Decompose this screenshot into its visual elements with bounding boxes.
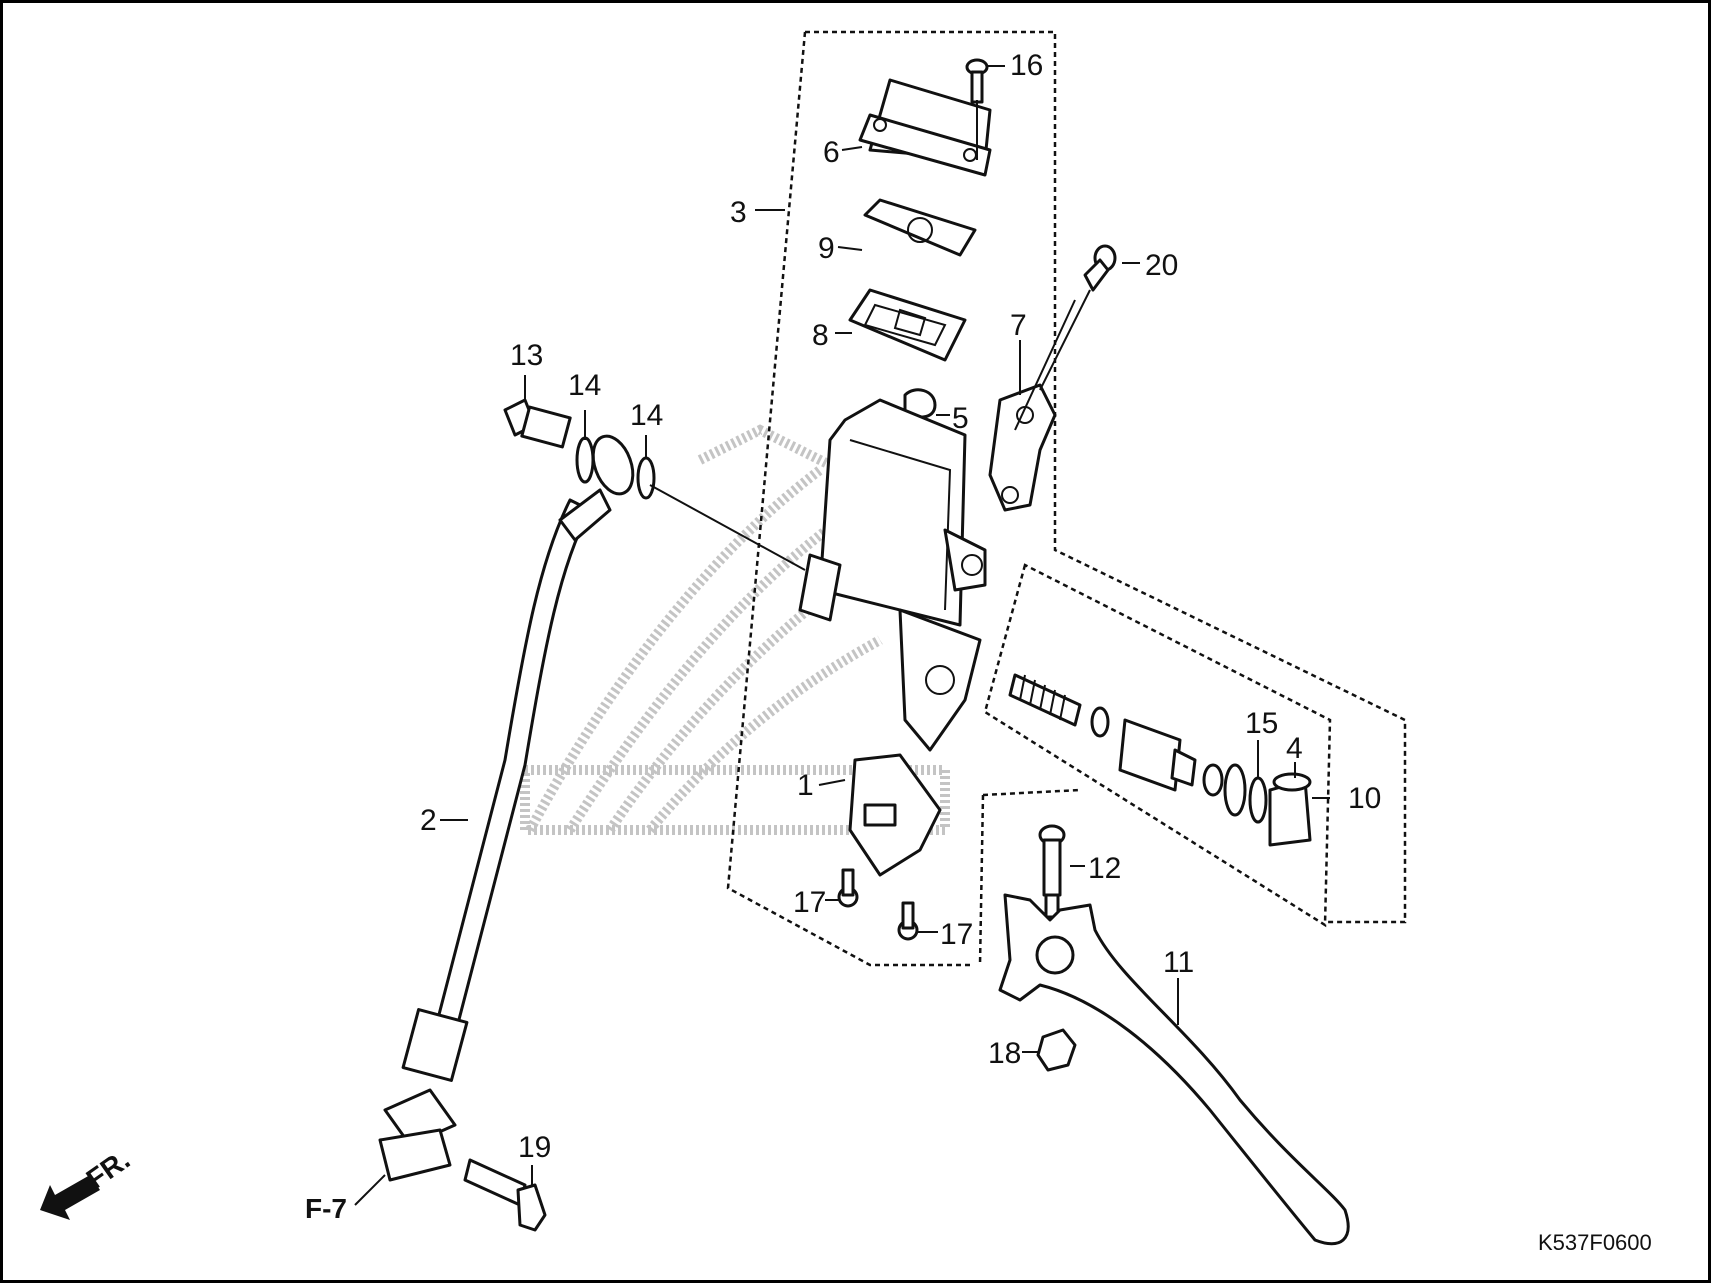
callout-18: 18 [988, 1037, 1021, 1070]
callout-13: 13 [510, 339, 543, 372]
lever-pivot-nut [1036, 1028, 1077, 1072]
assembly-outline-11 [978, 788, 1081, 966]
callout-6: 6 [823, 136, 840, 169]
brake-lever [998, 893, 1350, 1246]
hose-clamp-bolt [463, 1158, 547, 1232]
hose-axis-line [649, 484, 806, 571]
callout-7: 7 [1010, 309, 1027, 342]
brake-light-switch [848, 753, 942, 877]
diaphragm-plate [863, 198, 977, 257]
piston [1118, 718, 1197, 792]
callout-12: 12 [1088, 852, 1121, 885]
mirror-holder [988, 383, 1057, 512]
banjo-bolt [503, 398, 572, 449]
callout-14a: 14 [568, 369, 601, 402]
master-cylinder-body [798, 398, 987, 752]
callout-2: 2 [420, 804, 437, 837]
callout-11: 11 [1163, 946, 1194, 979]
callout-1: 1 [797, 769, 814, 802]
callout-10: 10 [1348, 782, 1381, 815]
brake-hose [378, 498, 592, 1182]
piston-spring [1008, 673, 1082, 727]
screw-16 [965, 58, 989, 160]
hose-banjo-fitting [558, 434, 635, 542]
diaphragm [848, 288, 967, 362]
callout-4: 4 [1286, 732, 1303, 765]
callout-5: 5 [952, 402, 969, 435]
callout-14b: 14 [630, 399, 663, 432]
callout-17b: 17 [940, 918, 973, 951]
screw-17b [897, 901, 919, 941]
callout-17a: 17 [793, 886, 826, 919]
callout-9: 9 [818, 232, 835, 265]
leader-lines [354, 65, 1330, 1206]
snap-ring [1248, 776, 1268, 824]
sealing-washer-1 [575, 436, 595, 484]
diagram-code: K537F0600 [1538, 1230, 1652, 1255]
callout-15: 15 [1245, 707, 1278, 740]
sealing-washer-2 [636, 456, 656, 500]
dust-boot [1268, 772, 1312, 847]
front-direction-arrow-icon [40, 1175, 100, 1220]
assembly-outline-10 [983, 563, 1332, 928]
screw-17a [837, 868, 859, 908]
piston-cup-primary [1090, 706, 1110, 738]
callout-20: 20 [1145, 249, 1178, 282]
circlip [1223, 763, 1247, 817]
callout-3: 3 [730, 196, 747, 229]
callout-16: 16 [1010, 49, 1043, 82]
holder-bolt [1014, 244, 1117, 431]
assembly-outline-3 [726, 30, 1407, 967]
lever-pivot-bolt [1038, 824, 1066, 919]
reference-label: F-7 [305, 1193, 347, 1224]
callout-19: 19 [518, 1131, 551, 1164]
callout-8: 8 [812, 319, 829, 352]
piston-washer [1202, 763, 1224, 797]
